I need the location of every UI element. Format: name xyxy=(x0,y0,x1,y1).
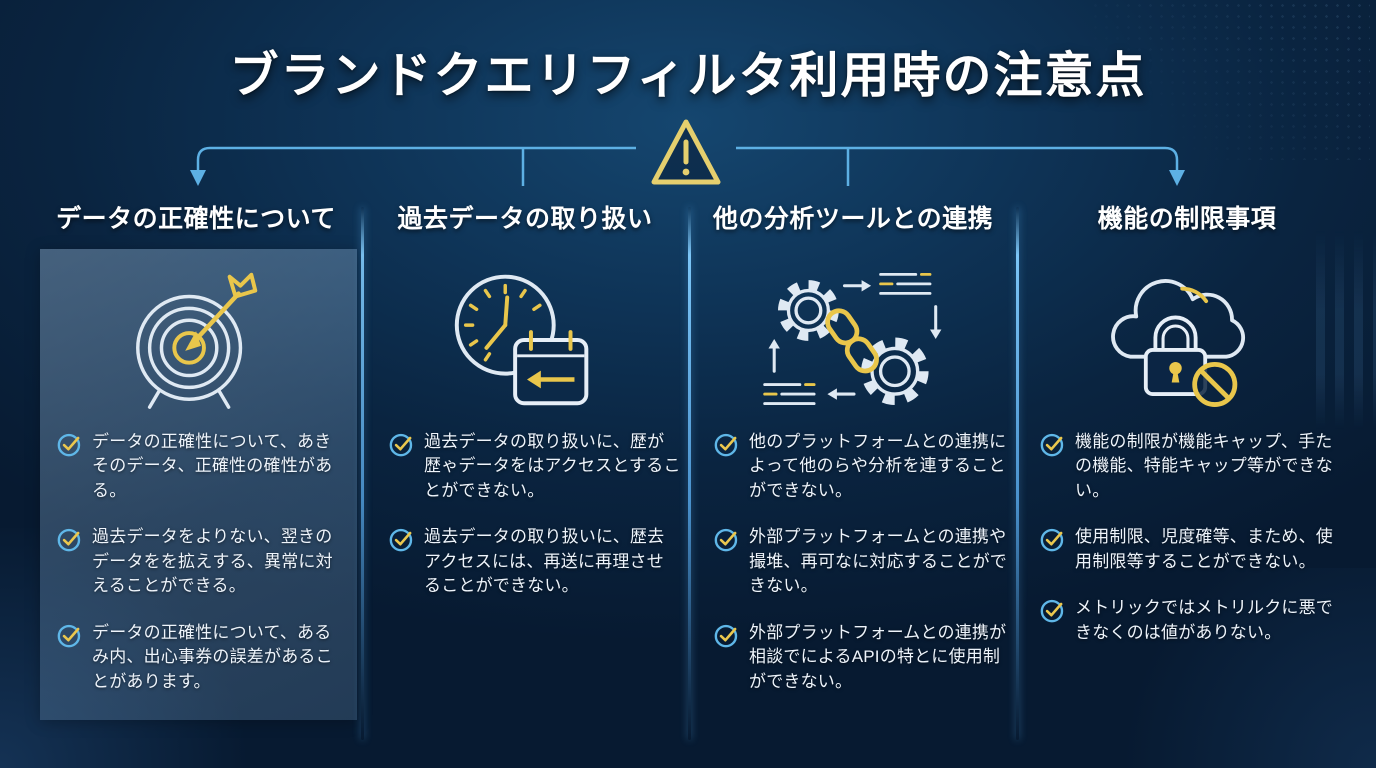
cloud-lock-icon xyxy=(1018,256,1356,420)
list-item: 機能の制限が機能キャップ、手たの機能、特能キャップ等ができない。 xyxy=(1040,430,1342,503)
check-circle-icon xyxy=(714,526,740,557)
column-divider xyxy=(1016,207,1019,740)
bullet-list-tool-integration: 他のプラットフォームとの連携によって他のらや分析を連することができない。 外部プ… xyxy=(714,430,1008,694)
bullet-text: データの正確性について、あきそのデータ、正確性の確性がある。 xyxy=(92,432,333,500)
target-arrow-icon xyxy=(40,256,357,420)
check-circle-icon xyxy=(389,431,415,462)
column-header-feature-limits: 機能の制限事項 xyxy=(1097,205,1277,233)
bullet-text: 使用制限、児度確等、まため、使用制限等することができない。 xyxy=(1075,527,1333,571)
list-item: 過去データの取り扱いに、歴去アクセスには、再送に再理させることができない。 xyxy=(389,525,681,598)
check-circle-icon xyxy=(714,431,740,462)
list-item: 過去データをよりない、翌きのデータをを拡えする、異常に対えることができる。 xyxy=(57,525,347,598)
list-item: メトリックではメトリルクに悪できなくのは値がありない。 xyxy=(1040,596,1342,645)
check-circle-icon xyxy=(714,622,740,653)
bullet-text: データの正確性について、あるみ内、出心事券の誤差があることがあります。 xyxy=(92,622,333,691)
bullet-text: 外部プラットフォームとの連携が相談でによるAPIの特とに使用制ができない。 xyxy=(749,622,1007,691)
column-header-data-accuracy: データの正確性について xyxy=(56,205,336,233)
highlight-panel xyxy=(40,249,357,720)
check-circle-icon xyxy=(1040,597,1066,628)
bullet-list-data-accuracy: データの正確性について、あきそのデータ、正確性の確性がある。 過去データをよりな… xyxy=(57,430,347,694)
bullet-text: 過去データをよりない、翌きのデータをを拡えする、異常に対えることができる。 xyxy=(92,527,333,596)
warning-triangle-icon xyxy=(651,119,721,185)
column-header-tool-integration: 他の分析ツールとの連携 xyxy=(712,205,994,233)
page-title: ブランドクエリフィルタ利用時の注意点 xyxy=(229,49,1147,103)
bullet-list-historical-data: 過去データの取り扱いに、歴が歴ゃデータをはアクセスとすることができない。 過去デ… xyxy=(389,430,681,599)
check-circle-icon xyxy=(1040,526,1066,557)
bullet-list-feature-limits: 機能の制限が機能キャップ、手たの機能、特能キャップ等ができない。 使用制限、児度… xyxy=(1040,430,1342,645)
bullet-text: 過去データの取り扱いに、歴が歴ゃデータをはアクセスとすることができない。 xyxy=(424,432,681,500)
list-item: データの正確性について、あるみ内、出心事券の誤差があることがあります。 xyxy=(57,621,347,694)
bullet-text: 機能の制限が機能キャップ、手たの機能、特能キャップ等ができない。 xyxy=(1075,432,1333,500)
list-item: 他のプラットフォームとの連携によって他のらや分析を連することができない。 xyxy=(714,430,1008,503)
check-circle-icon xyxy=(57,622,83,653)
check-circle-icon xyxy=(389,526,415,557)
column-divider xyxy=(361,207,364,740)
clock-calendar-icon xyxy=(366,256,688,420)
column-header-historical-data: 過去データの取り扱い xyxy=(397,205,653,233)
bullet-text: 過去データの取り扱いに、歴去アクセスには、再送に再理させることができない。 xyxy=(424,527,665,596)
check-circle-icon xyxy=(57,431,83,462)
gears-link-icon xyxy=(692,256,1016,420)
list-item: 使用制限、児度確等、まため、使用制限等することができない。 xyxy=(1040,525,1342,574)
bullet-text: 他のプラットフォームとの連携によって他のらや分析を連することができない。 xyxy=(749,432,1007,500)
column-divider xyxy=(688,207,691,740)
list-item: データの正確性について、あきそのデータ、正確性の確性がある。 xyxy=(57,430,347,503)
list-item: 過去データの取り扱いに、歴が歴ゃデータをはアクセスとすることができない。 xyxy=(389,430,681,503)
list-item: 外部プラットフォームとの連携が相談でによるAPIの特とに使用制ができない。 xyxy=(714,621,1008,694)
bullet-text: メトリックではメトリルクに悪できなくのは値がありない。 xyxy=(1075,598,1333,642)
bullet-text: 外部プラットフォームとの連携や撮堆、再可なに対応することができない。 xyxy=(749,527,1007,596)
check-circle-icon xyxy=(57,526,83,557)
check-circle-icon xyxy=(1040,431,1066,462)
list-item: 外部プラットフォームとの連携や撮堆、再可なに対応することができない。 xyxy=(714,525,1008,598)
bracket-connector xyxy=(190,119,1185,186)
